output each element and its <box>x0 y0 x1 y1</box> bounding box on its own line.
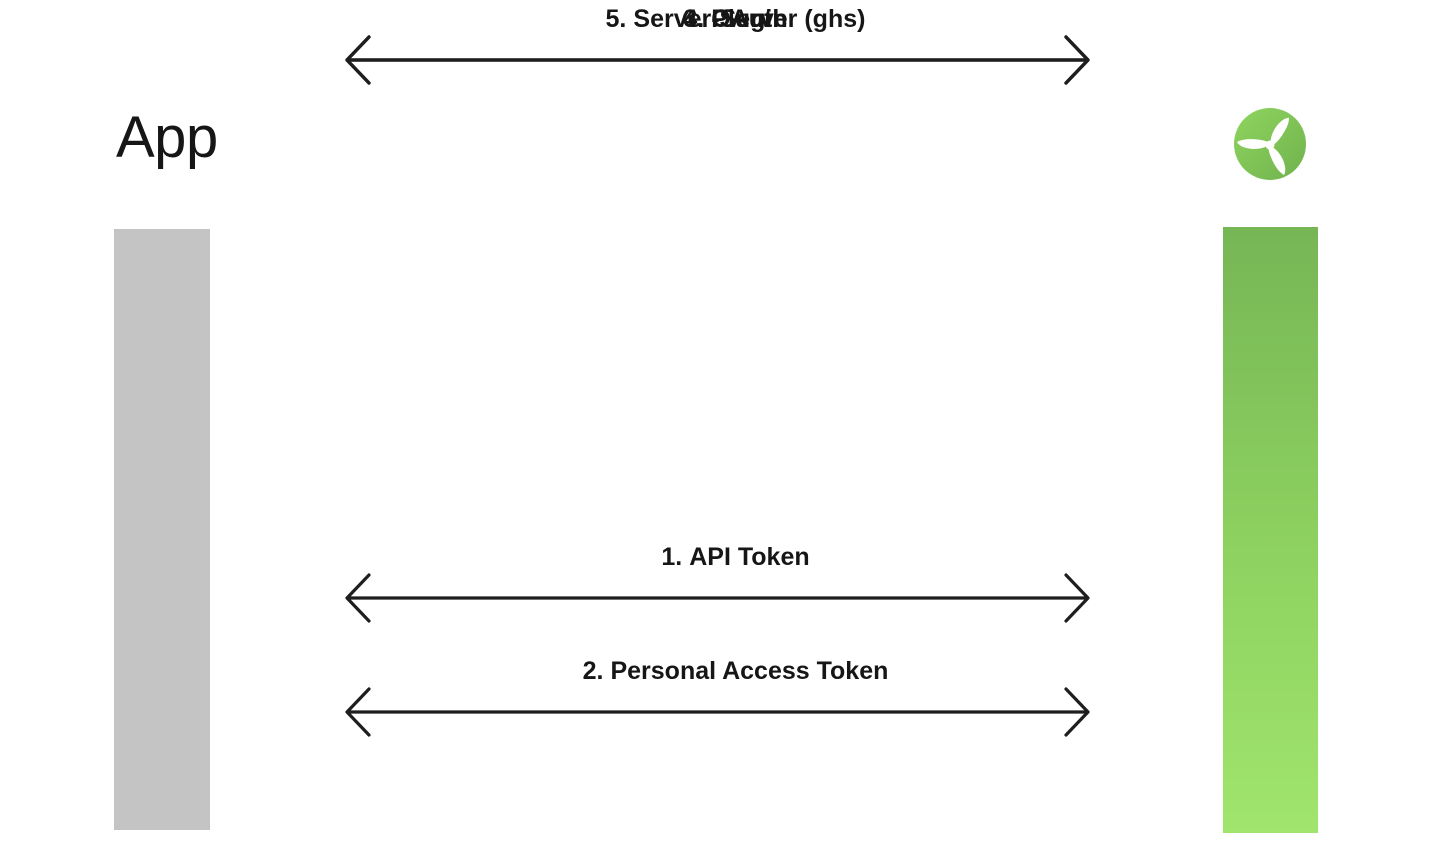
connection-row-server-server: 5. Server-Server (ghs) <box>344 0 1091 86</box>
connection-name: Server-Server (ghs) <box>633 5 866 34</box>
connection-label: 3. OAuth <box>362 0 1109 34</box>
connection-name: Plugin <box>711 5 788 34</box>
connection-label: 2. Personal Access Token <box>362 652 1109 686</box>
connection-row-api-token: 1. API Token <box>344 538 1091 624</box>
connection-number: 5. <box>605 5 627 34</box>
connection-number: 4. <box>683 5 705 34</box>
connection-number: 2. <box>582 657 604 686</box>
double-arrow <box>345 35 1090 85</box>
app-title: App <box>116 105 218 170</box>
wind-turbine-icon <box>1234 108 1306 180</box>
connection-label: 1. API Token <box>362 538 1109 572</box>
service-bar <box>1223 227 1318 833</box>
connection-name: OAuth <box>711 5 788 34</box>
connection-name: API Token <box>689 543 810 572</box>
connection-label: 4. Plugin <box>362 0 1109 34</box>
connection-number: 3. <box>683 5 705 34</box>
double-arrow <box>345 573 1090 623</box>
app-bar <box>114 229 210 830</box>
connection-label: 5. Server-Server (ghs) <box>362 0 1109 34</box>
connection-name: Personal Access Token <box>610 657 889 686</box>
double-arrow <box>345 687 1090 737</box>
connection-row-personal-access-token: 2. Personal Access Token <box>344 652 1091 738</box>
connection-number: 1. <box>661 543 683 572</box>
